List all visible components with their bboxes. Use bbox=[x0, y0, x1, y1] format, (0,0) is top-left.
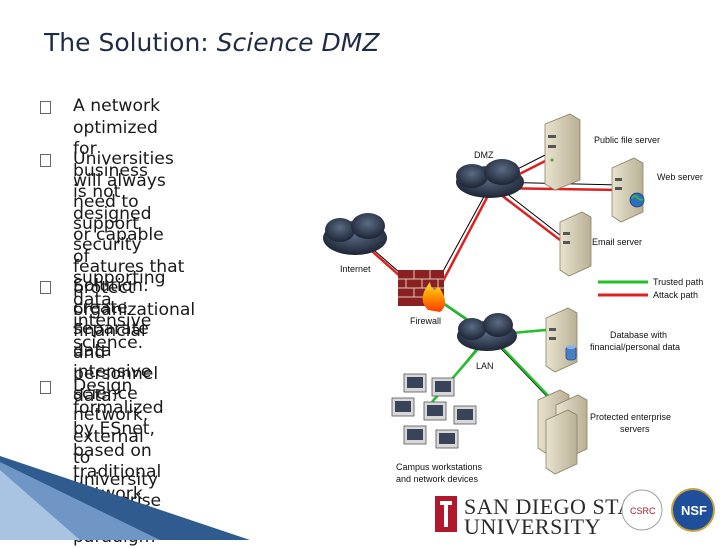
dmz-cloud-icon bbox=[456, 159, 524, 198]
bullet-text-line: Universities will always need to bbox=[73, 149, 174, 212]
title-main: The Solution: bbox=[44, 28, 217, 57]
bullet-text-line: intensive science network, bbox=[73, 362, 152, 425]
bullet-text-line: of supporting data intensive science. bbox=[73, 246, 166, 353]
database-server-icon bbox=[545, 307, 578, 373]
internet-cloud-icon bbox=[323, 213, 387, 255]
decorative-corner-stripes bbox=[0, 456, 250, 540]
sdsu-line2: UNIVERSITY bbox=[464, 514, 601, 539]
legend: Trusted path Attack path bbox=[598, 277, 703, 300]
database-label-line2: financial/personal data bbox=[590, 342, 680, 352]
email-server-icon bbox=[559, 211, 592, 277]
firewall-icon bbox=[398, 270, 446, 312]
nsf-text: NSF bbox=[681, 503, 707, 518]
protected-label-line2: servers bbox=[620, 424, 650, 434]
csrc-text: CSRC bbox=[630, 506, 656, 516]
firewall-label: Firewall bbox=[410, 316, 441, 326]
lan-label: LAN bbox=[476, 361, 494, 371]
public-file-server-icon bbox=[544, 113, 581, 191]
bullet-text-line: Solution: create separate data bbox=[73, 276, 149, 361]
title-italic: Science DMZ bbox=[216, 28, 380, 57]
bullet-text-line: support security features that bbox=[73, 213, 185, 277]
campus-label-line1: Campus workstations bbox=[396, 462, 483, 472]
email-server-label: Email server bbox=[592, 237, 642, 247]
bullet-text-line: protect organizational financial bbox=[73, 278, 196, 341]
nsf-logo: NSF bbox=[671, 488, 715, 532]
bullet-checkbox-icon bbox=[40, 101, 51, 114]
bullet-text-line: and personnel data. bbox=[73, 342, 159, 406]
public-file-server-label: Public file server bbox=[594, 135, 660, 145]
protected-label-line1: Protected enterprise bbox=[590, 412, 671, 422]
web-server-icon bbox=[611, 157, 645, 223]
dmz-label: DMZ bbox=[474, 150, 494, 160]
internet-label: Internet bbox=[340, 264, 371, 274]
lan-cloud-icon bbox=[457, 313, 517, 351]
csrc-logo: CSRC bbox=[621, 489, 663, 531]
database-label-line1: Database with bbox=[610, 330, 667, 340]
protected-servers-icon bbox=[537, 389, 588, 475]
bullet-text-line: Design formalized by ESnet, bbox=[73, 376, 164, 439]
legend-attack-label: Attack path bbox=[653, 290, 698, 300]
campus-workstations-icon bbox=[391, 373, 477, 449]
bullet-text-line: A network optimized for business is not … bbox=[73, 96, 164, 245]
page-title: The Solution: Science DMZ bbox=[44, 28, 379, 57]
web-server-label: Web server bbox=[657, 172, 703, 182]
bullet-checkbox-icon bbox=[40, 281, 51, 294]
legend-trusted-label: Trusted path bbox=[653, 277, 703, 287]
bullet-checkbox-icon bbox=[40, 381, 51, 394]
bullet-checkbox-icon bbox=[40, 154, 51, 167]
campus-label-line2: and network devices bbox=[396, 474, 479, 484]
